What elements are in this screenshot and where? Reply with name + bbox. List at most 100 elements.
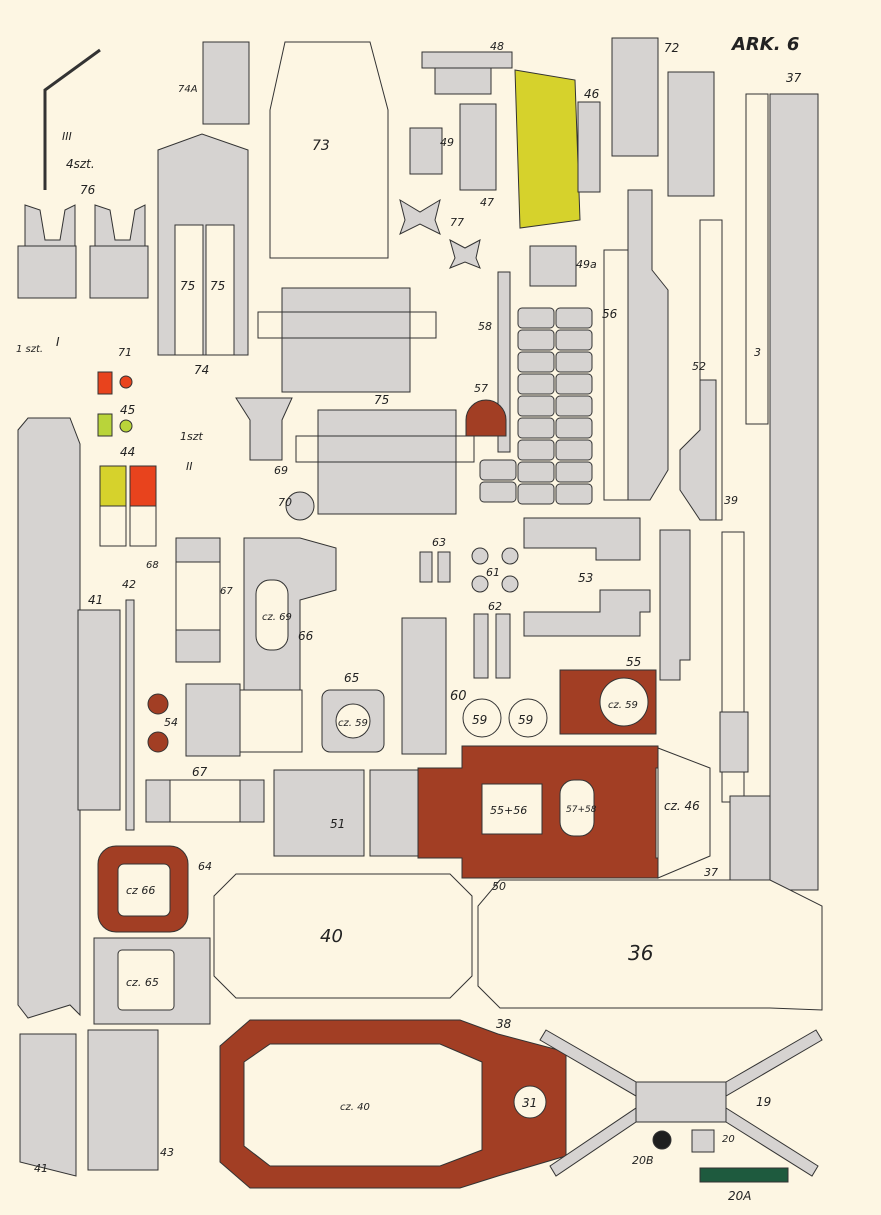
label-43: 43 xyxy=(160,1146,174,1159)
part-42 xyxy=(125,599,135,831)
label-49a: 49a xyxy=(576,258,597,271)
part-37-strip xyxy=(769,93,819,891)
part-59b xyxy=(508,698,548,738)
swatch-45 xyxy=(97,371,113,395)
label-38: 38 xyxy=(496,1017,512,1031)
part-54b xyxy=(147,731,169,753)
label-4szt: 4szt. xyxy=(66,157,95,171)
label-71: 71 xyxy=(118,346,132,359)
label-1szt: 1 szt. xyxy=(16,344,43,355)
part-77b xyxy=(448,239,481,269)
part-48b xyxy=(434,67,492,95)
part-75-block xyxy=(281,287,411,393)
label-20: 20 xyxy=(722,1134,735,1145)
part-41 xyxy=(17,417,81,1019)
part-52 xyxy=(679,379,717,521)
part-75-right xyxy=(205,224,235,356)
part-50-window xyxy=(481,783,543,835)
part-72a xyxy=(611,37,659,157)
label-74a: 74A xyxy=(178,84,198,95)
label-1szt-b: 1szt xyxy=(180,430,204,443)
swatch-45-dot xyxy=(119,375,133,389)
part-41b xyxy=(19,1033,77,1177)
part-19-arm-tl xyxy=(539,1029,637,1097)
label-65: 65 xyxy=(344,671,359,685)
label-53: 53 xyxy=(578,571,593,585)
part-19-arm-tr xyxy=(725,1029,823,1097)
part-69 xyxy=(235,397,293,461)
label-19: 19 xyxy=(756,1095,771,1109)
label-37b: 37 xyxy=(704,866,718,879)
label-31: 31 xyxy=(522,1096,537,1110)
label-67: 67 xyxy=(220,586,233,597)
part-41-ruler xyxy=(77,609,121,811)
label-cz65: cz. 65 xyxy=(126,976,159,989)
swatch-44-dot xyxy=(119,419,133,433)
part-72b xyxy=(667,71,715,197)
part-46-flap xyxy=(657,747,711,879)
label-75a: 75 xyxy=(180,279,195,293)
part-56 xyxy=(627,189,669,501)
part-50-slot xyxy=(559,779,595,837)
label-cz46: cz. 46 xyxy=(664,799,700,813)
label-39: 39 xyxy=(724,494,738,507)
part-19-arm-br xyxy=(725,1107,819,1177)
part-antenna xyxy=(43,48,101,190)
label-cz69: cz. 69 xyxy=(262,612,292,623)
label-40: 40 xyxy=(320,926,343,947)
part-76a xyxy=(17,245,77,299)
label-iii: III xyxy=(62,130,72,143)
label-20a: 20A xyxy=(728,1189,751,1203)
part-60 xyxy=(401,617,447,755)
part-57 xyxy=(465,399,507,437)
label-57: 57 xyxy=(474,382,488,395)
label-76: 76 xyxy=(80,183,96,197)
label-42: 42 xyxy=(122,578,136,591)
label-62: 62 xyxy=(488,600,502,613)
part-61b xyxy=(501,547,519,565)
part-61c xyxy=(471,575,489,593)
part-49a xyxy=(529,245,577,287)
label-46: 46 xyxy=(584,87,600,101)
label-45: 45 xyxy=(120,403,135,417)
part-55-hole xyxy=(599,677,649,727)
part-63a xyxy=(419,551,433,583)
part-73 xyxy=(269,41,389,259)
part-53b xyxy=(523,589,651,637)
label-i: I xyxy=(56,335,60,349)
part-49 xyxy=(409,127,443,175)
label-ii: II xyxy=(186,460,193,473)
label-64: 64 xyxy=(198,860,212,873)
label-37: 37 xyxy=(786,71,802,85)
label-73: 73 xyxy=(312,138,330,154)
label-61: 61 xyxy=(486,566,500,579)
part-54-frame xyxy=(185,683,241,757)
label-56: 56 xyxy=(602,307,618,321)
label-66: 66 xyxy=(298,629,314,643)
part-40 xyxy=(213,873,473,999)
part-39-base xyxy=(719,711,749,773)
label-49: 49 xyxy=(440,136,454,149)
label-72: 72 xyxy=(664,41,679,55)
label-68: 68 xyxy=(146,560,159,571)
label-70: 70 xyxy=(278,496,292,509)
part-19-center xyxy=(635,1081,727,1123)
label-54: 54 xyxy=(164,716,178,729)
part-37b xyxy=(729,795,771,891)
label-51: 51 xyxy=(330,817,345,831)
label-77: 77 xyxy=(450,216,464,229)
label-cz66: cz 66 xyxy=(126,884,155,897)
part-44a-top xyxy=(99,465,127,507)
label-74: 74 xyxy=(194,363,209,377)
part-75-flap xyxy=(257,311,437,339)
part-61d xyxy=(501,575,519,593)
label-59a: 59 xyxy=(472,713,487,727)
label-75c: 75 xyxy=(374,393,389,407)
label-41b: 41 xyxy=(34,1162,48,1175)
part-51 xyxy=(273,769,365,857)
label-47: 47 xyxy=(480,196,494,209)
label-5758: 57+58 xyxy=(566,805,597,815)
part-52b xyxy=(659,529,691,681)
label-50: 50 xyxy=(492,880,506,893)
